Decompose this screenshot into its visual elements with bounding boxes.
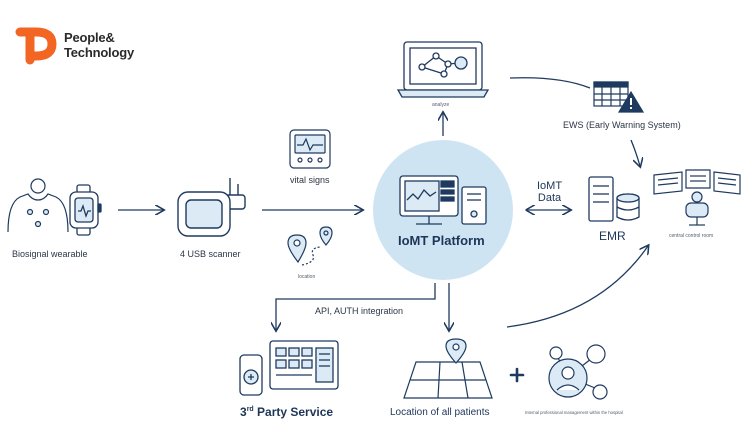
vital-signs-label: vital signs	[290, 175, 330, 185]
analyze-laptop-icon	[396, 41, 490, 98]
location-pins-icon	[287, 226, 333, 266]
staff-management-label: Internal professional management within …	[525, 410, 623, 415]
iomt-data-label: IoMT Data	[537, 180, 562, 204]
third-party-prefix: 3	[240, 405, 247, 419]
location-all-patients-label: Location of all patients	[390, 407, 490, 418]
smartwatch-icon	[69, 184, 102, 236]
control-room-label: central control room	[669, 233, 714, 239]
body-sensor-icon	[7, 178, 69, 233]
logo-line-2: Technology	[64, 45, 134, 60]
patients-map-icon	[403, 338, 493, 399]
emr-server-icon	[588, 176, 640, 222]
iomt-data-line-2: Data	[537, 192, 562, 204]
third-party-suffix: Party Service	[253, 405, 334, 419]
biosignal-wearable-label: Biosignal wearable	[12, 249, 88, 259]
control-room-icon	[653, 169, 741, 226]
arrow-analyze-ews	[509, 77, 591, 89]
arrow-ews-control	[630, 139, 640, 166]
api-auth-label: API, AUTH integration	[315, 306, 404, 316]
usb-scanner-label: 4 USB scanner	[180, 249, 241, 259]
ews-label: EWS (Early Warning System)	[563, 120, 681, 130]
third-party-devices-icon	[239, 340, 339, 396]
third-party-superscript: rd	[246, 406, 254, 413]
vital-signs-monitor-icon	[289, 129, 331, 169]
staff-network-icon	[548, 344, 608, 400]
location-label: location	[298, 274, 316, 280]
arrow-location-control	[506, 246, 648, 328]
logo-wordmark: People& Technology	[64, 30, 134, 60]
platform-computer-icon	[399, 175, 487, 225]
emr-label: EMR	[599, 229, 626, 243]
arrow-platform-thirdparty	[276, 283, 436, 330]
ews-warning-icon	[593, 81, 645, 113]
logo-line-1: People&	[64, 30, 115, 45]
usb-scanner-icon	[177, 178, 246, 237]
third-party-label: 3rd Party Service	[240, 405, 333, 419]
plus-icon	[509, 367, 525, 383]
iomt-platform-label: IoMT Platform	[398, 233, 485, 248]
analyze-label: analyze	[432, 102, 450, 108]
iomt-data-line-1: IoMT	[537, 180, 563, 192]
